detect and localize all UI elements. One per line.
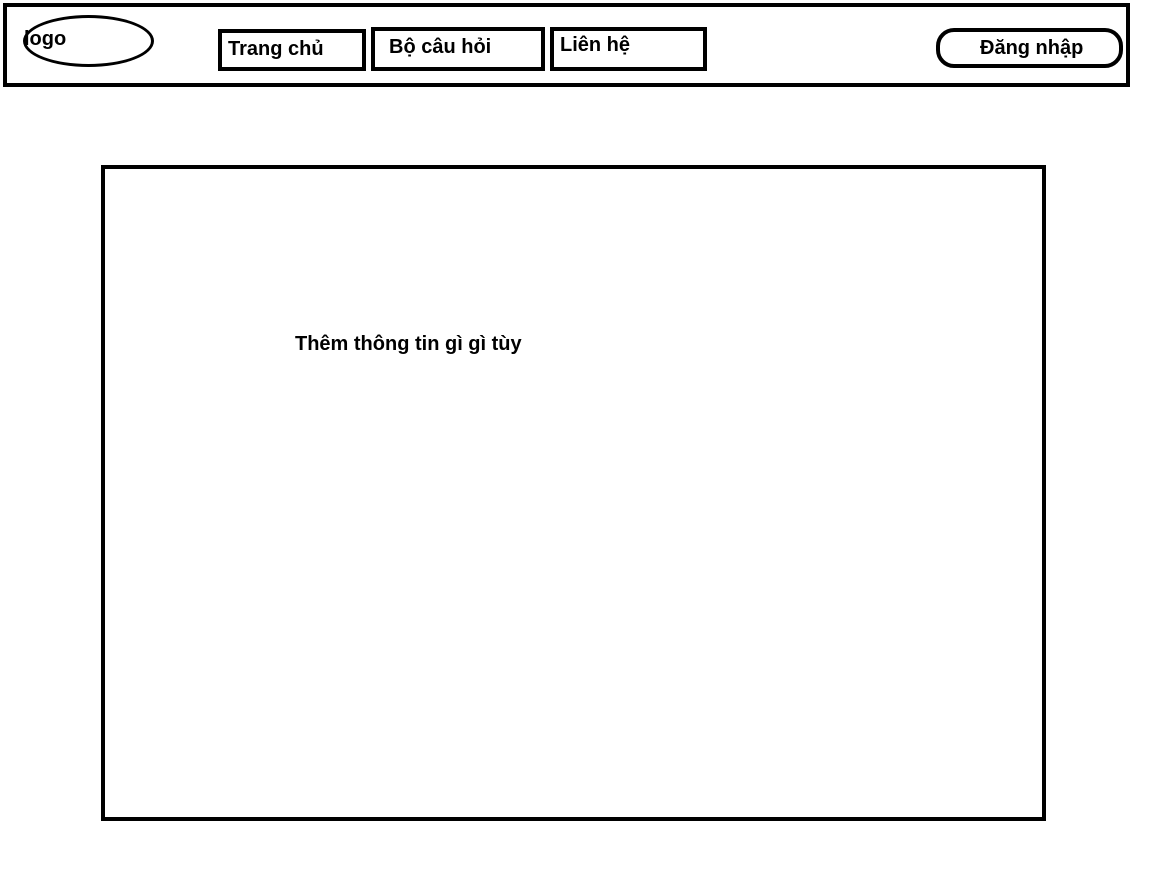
nav-contact-button[interactable]: Liên hệ — [550, 27, 707, 71]
logo-label: logo — [24, 28, 67, 50]
login-button[interactable]: Đăng nhập — [936, 28, 1123, 68]
main-content-panel: Thêm thông tin gì gì tùy — [101, 165, 1046, 821]
nav-home-label: Trang chủ — [228, 38, 324, 60]
header-bar: logo Trang chủ Bộ câu hỏi Liên hệ Đăng n… — [3, 3, 1130, 87]
content-text: Thêm thông tin gì gì tùy — [295, 333, 522, 355]
nav-contact-label: Liên hệ — [560, 34, 631, 56]
login-label: Đăng nhập — [980, 37, 1084, 59]
nav-home-button[interactable]: Trang chủ — [218, 29, 366, 71]
nav-quiz-label: Bộ câu hỏi — [389, 36, 492, 58]
logo[interactable] — [23, 15, 154, 67]
nav-quiz-button[interactable]: Bộ câu hỏi — [371, 27, 545, 71]
